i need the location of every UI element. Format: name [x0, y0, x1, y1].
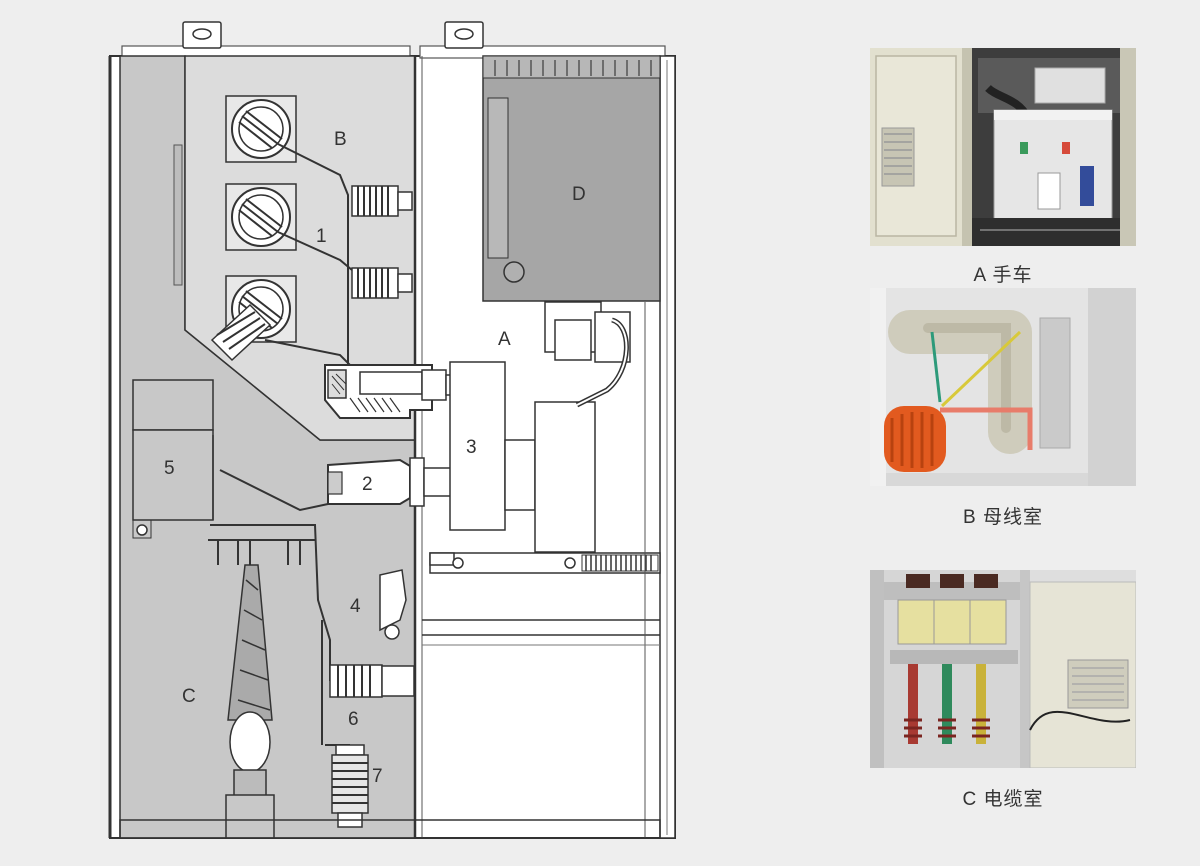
surge-arrester	[331, 744, 369, 828]
handcart	[429, 301, 661, 574]
lifting-lug-right	[444, 21, 484, 49]
switchgear-section-diagram: B D A C 1 2 3 4 5 6 7	[108, 21, 676, 839]
caption-busbar-room: B 母线室	[963, 507, 1043, 528]
handcart-spring	[452, 554, 659, 572]
lifting-lug-left	[182, 21, 222, 49]
instrument-room	[482, 55, 661, 302]
busbar-bellows-1	[351, 185, 413, 217]
photo-cable-room	[870, 570, 1136, 768]
photo-handcart	[870, 48, 1136, 246]
lower-contact-box	[219, 457, 455, 512]
busbar-bellows-3	[210, 303, 272, 362]
label-item-6: 6	[348, 709, 359, 730]
label-item-1: 1	[316, 226, 327, 247]
label-item-4: 4	[350, 596, 361, 617]
label-cable-room: C	[182, 686, 196, 707]
upper-contact-box	[324, 364, 457, 419]
busbar-insulator-1	[225, 95, 297, 163]
busbar-insulator-2	[225, 183, 297, 251]
busbar-bellows-2	[351, 267, 413, 299]
label-breaker-compartment: A	[498, 329, 511, 350]
caption-handcart: A 手车	[973, 265, 1033, 286]
label-busbar-room: B	[334, 129, 347, 150]
earthing-switch	[329, 569, 415, 698]
current-transformer	[132, 379, 214, 539]
label-item-2: 2	[362, 474, 373, 495]
photo-busbar-room	[870, 288, 1136, 486]
label-instrument-room: D	[572, 184, 586, 205]
caption-cable-room: C 电缆室	[962, 789, 1044, 810]
cable-terminal	[225, 564, 275, 839]
label-item-3: 3	[466, 437, 477, 458]
label-item-7: 7	[372, 766, 383, 787]
label-item-5: 5	[164, 458, 175, 479]
busbar-branches	[264, 143, 353, 366]
